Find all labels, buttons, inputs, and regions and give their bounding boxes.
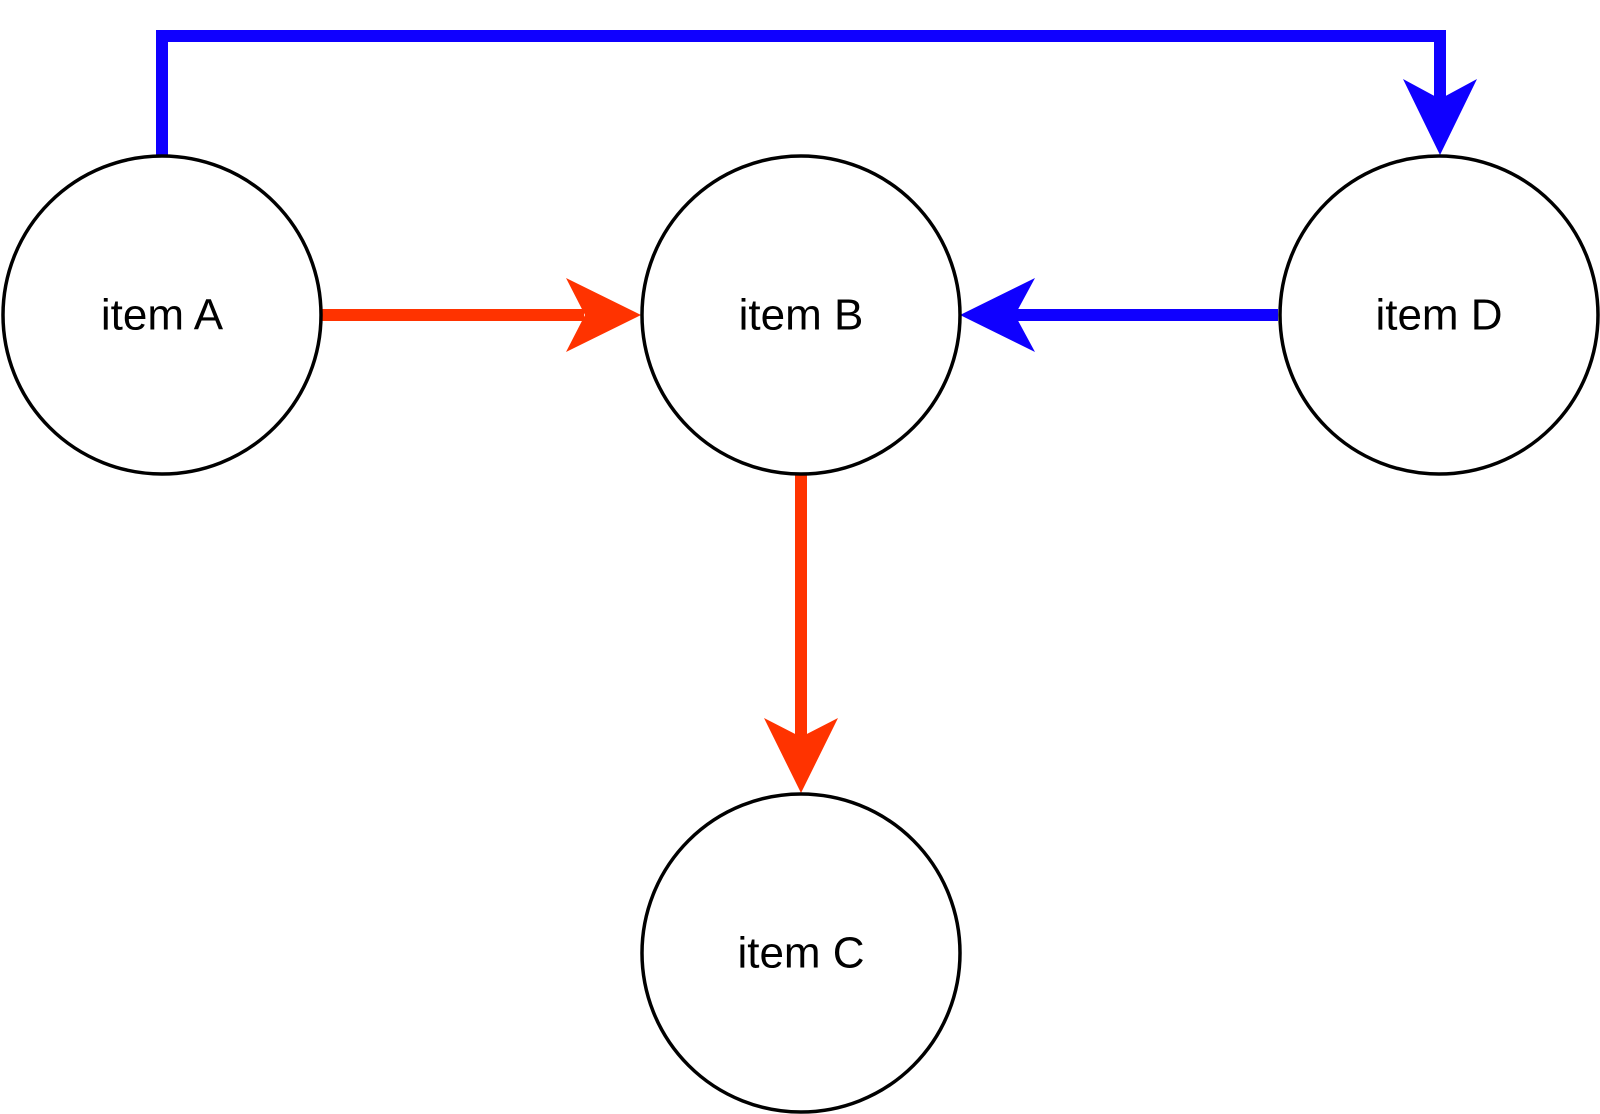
- node-item-b-circle: [640, 154, 962, 476]
- node-item-a: item A: [1, 154, 323, 476]
- node-item-d-label: item D: [1375, 291, 1502, 340]
- edge-a-to-d-line: [156, 30, 1446, 155]
- node-item-c-label: item C: [737, 929, 864, 978]
- edge-b-to-c: [764, 474, 838, 793]
- edge-a-to-b-arrowhead: [566, 278, 641, 352]
- edge-a-to-d: [156, 30, 1477, 155]
- edge-a-to-d-arrowhead: [1403, 79, 1477, 155]
- node-item-a-label: item A: [101, 291, 224, 340]
- node-item-d: item D: [1278, 154, 1600, 476]
- edge-b-to-c-arrowhead: [764, 718, 838, 793]
- edge-d-to-b: [960, 278, 1278, 352]
- node-item-b: item B: [640, 154, 962, 476]
- edge-a-to-b: [322, 278, 641, 352]
- node-item-a-circle: [1, 154, 323, 476]
- node-item-b-label: item B: [739, 291, 864, 340]
- node-item-c-circle: [640, 792, 962, 1114]
- node-item-d-circle: [1278, 154, 1600, 476]
- edge-d-to-b-arrowhead: [960, 278, 1035, 352]
- node-item-c: item C: [640, 792, 962, 1114]
